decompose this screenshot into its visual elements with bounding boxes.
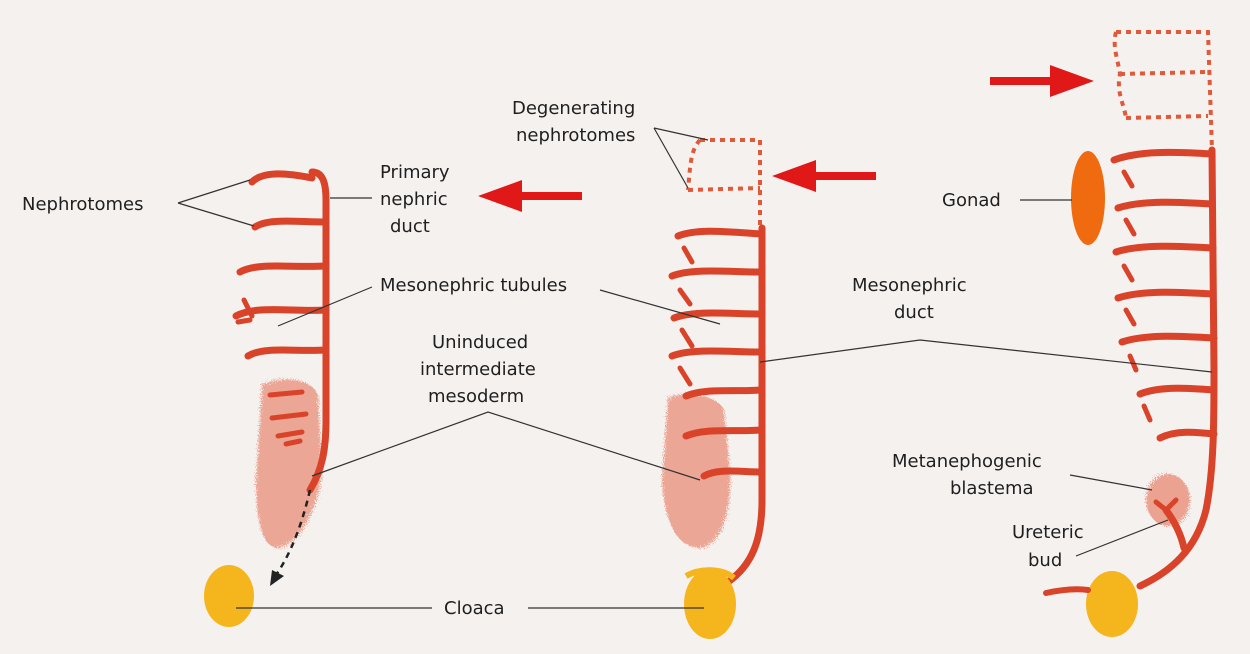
label-metanephogenic-line1: Metanephogenic — [892, 451, 1042, 472]
degenerating-nephrotome — [688, 188, 760, 190]
mesonephric-tubule — [672, 351, 762, 356]
gonad-shape — [1071, 151, 1105, 245]
label-primary-nephric-duct-line1: Primary — [380, 162, 450, 183]
label-cloaca: Cloaca — [444, 598, 505, 619]
label-uninduced-line2: intermediate — [420, 359, 536, 380]
mesonephric-tubule — [678, 231, 762, 236]
mesonephric-duct-line-2 — [728, 228, 762, 582]
urogenital-sinus-stub — [1046, 589, 1088, 593]
cloaca-shape-1 — [204, 565, 254, 627]
degenerated-tubule — [1126, 116, 1208, 118]
degenerating-nephrotome — [700, 140, 760, 228]
mesonephric-tubule — [1118, 292, 1213, 298]
nephrotome-tubule — [255, 221, 326, 227]
mesonephric-tubule — [1140, 388, 1214, 394]
label-metanephogenic-line2: blastema — [950, 478, 1034, 499]
cloaca-shape-2 — [684, 569, 736, 639]
label-mesonephric-duct-line2: duct — [894, 302, 934, 323]
label-degenerating-line1: Degenerating — [512, 98, 635, 119]
label-gonad: Gonad — [942, 190, 1001, 211]
cloaca-shape-3 — [1086, 571, 1138, 637]
red-arrow-right — [990, 65, 1094, 97]
label-primary-nephric-duct-line3: duct — [390, 216, 430, 237]
mesonephric-tubule — [674, 313, 762, 318]
label-mesonephric-duct-line1: Mesonephric — [852, 275, 967, 296]
label-primary-nephric-duct-line2: nephric — [380, 189, 448, 210]
label-uninduced-line3: mesoderm — [428, 386, 524, 407]
label-ureteric-line2: bud — [1028, 550, 1062, 571]
red-arrow-left-2 — [772, 160, 876, 192]
text-labels: Nephrotomes Primary nephric duct Degener… — [22, 98, 1084, 619]
stage-1-pronephros — [204, 172, 582, 627]
mesonephric-tubule — [1160, 432, 1214, 438]
nephrotome-tubule — [240, 266, 326, 272]
mesonephric-tubule — [672, 271, 762, 276]
label-nephrotomes: Nephrotomes — [22, 194, 143, 215]
label-uninduced-line1: Uninduced — [432, 332, 528, 353]
mesonephric-tubule — [686, 390, 762, 396]
nephrotome-tubule — [252, 174, 312, 182]
label-mesonephric-tubules: Mesonephric tubules — [380, 275, 567, 296]
mesonephric-tubule — [704, 471, 762, 476]
mesonephric-tubule — [1118, 202, 1212, 208]
red-arrow-left-1 — [478, 180, 582, 212]
mesonephric-tubule — [1122, 336, 1214, 342]
stage-2-mesonephros — [662, 140, 876, 639]
label-degenerating-line2: nephrotomes — [516, 125, 635, 146]
label-ureteric-line1: Ureteric — [1012, 522, 1084, 543]
degenerated-tubule — [1116, 32, 1212, 150]
degenerated-tubule — [1120, 72, 1206, 74]
nephrotome-tubule — [248, 350, 326, 356]
degenerating-nephrotome — [688, 140, 700, 190]
mesonephric-tubule — [1116, 246, 1213, 252]
mesonephric-tubule — [1114, 152, 1212, 160]
mesoderm-fragment — [270, 392, 302, 395]
uninduced-mesoderm-area-1 — [256, 379, 322, 548]
